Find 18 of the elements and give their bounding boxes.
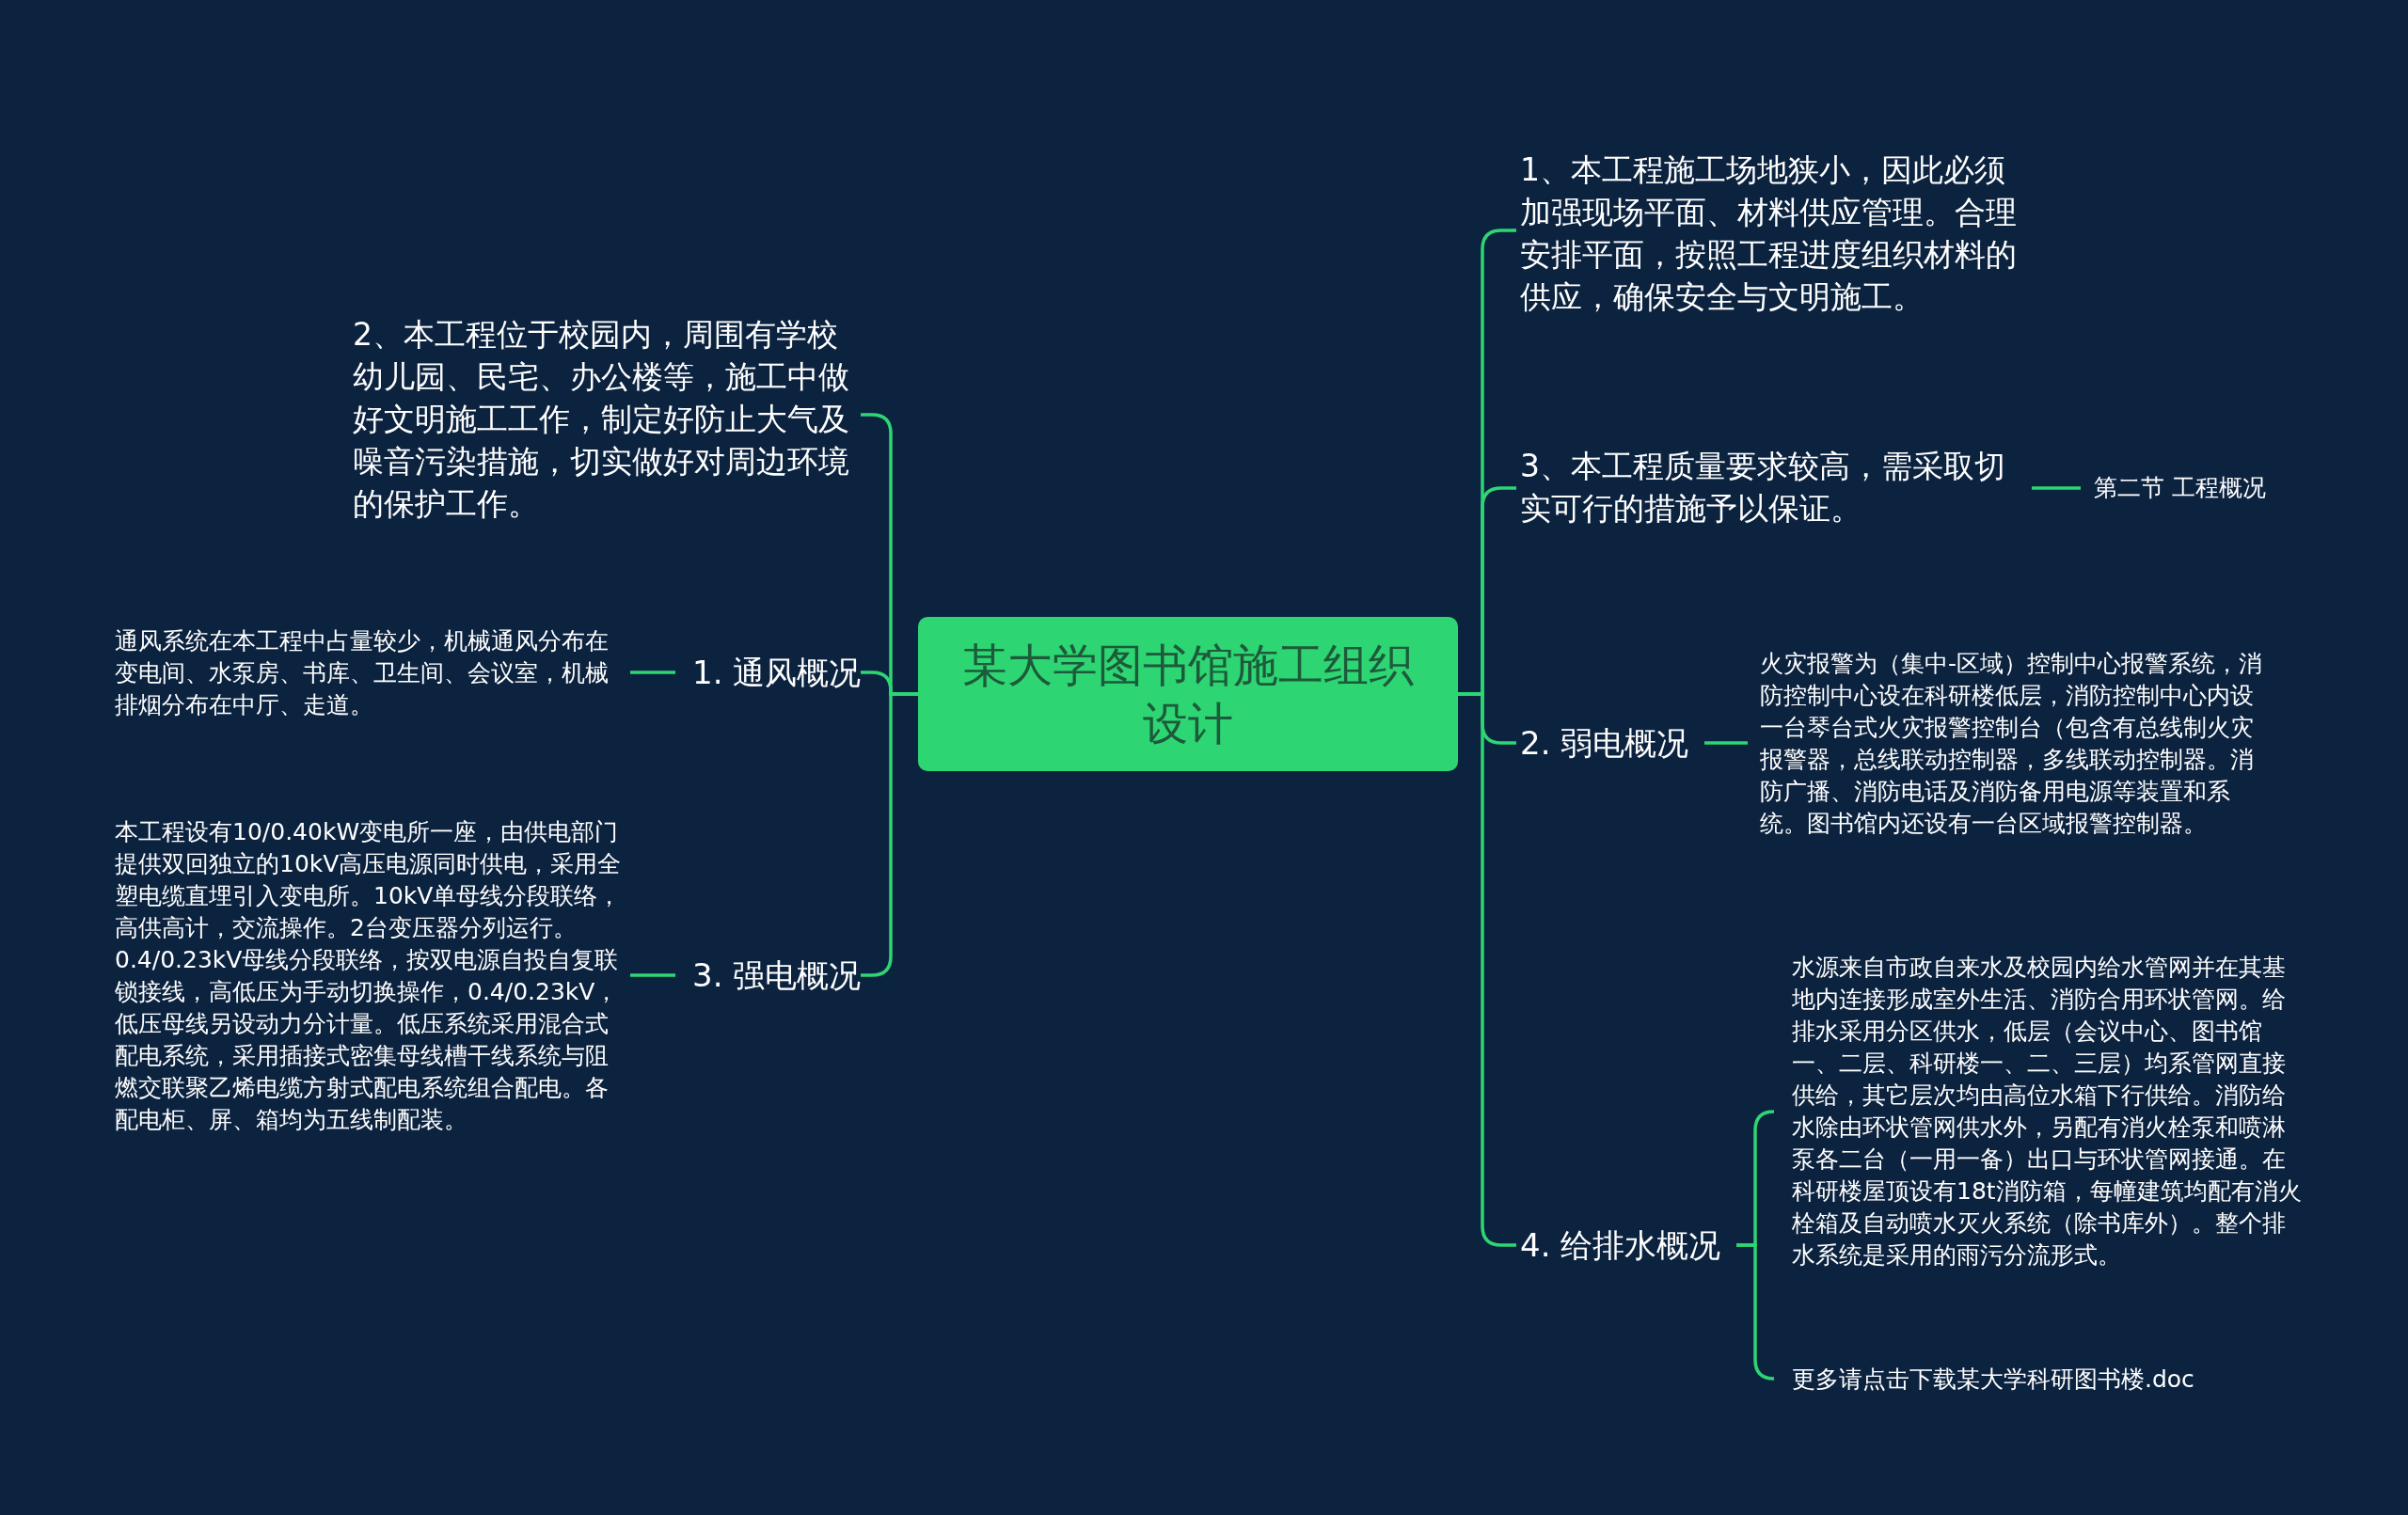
topic-text: 第二节 工程概况	[2081, 470, 2306, 506]
topic-text: 1、本工程施工场地狭小，因此必须加强现场平面、材料供应管理。合理安排平面，按照工程进度组织材料的供应，确保安全与文明施工。	[1516, 120, 2032, 346]
detail-text: 通风系统在本工程中占量较少，机械通风分布在变电间、水泵房、书库、卫生间、会议室，机械排烟分布在中厅、走道。	[115, 621, 630, 726]
detail-text: 水源来自市政自来水及校园内给水管网并在其基地内连接形成室外生活、消防合用环状管网。给排水采用分区供水，低层（会议中心、图书馆一、二层、科研楼一、二、三层）均系管网直接供给，其它层次均由高位水箱下行供给。消防给水除由环状管网供水外，另配有消火栓泵和喷淋泵各二台（一用一备）出口与环状管网接通。在科研楼屋顶设有18t消防箱，每幢建筑均配有消火栓箱及自动喷水灭火系统（除书库外）。整个排水系统是采用的雨污分流形式。	[1773, 933, 2305, 1290]
topic-text: 3、本工程质量要求较高，需采取切实可行的措施予以保证。	[1516, 418, 2032, 555]
link-text: 更多请点击下载某大学科研图书楼.doc	[1773, 1362, 2319, 1397]
root-topic-box: 某大学图书馆施工组织设计	[918, 617, 1458, 771]
branch-topic: 4. 给排水概况	[1516, 1221, 1736, 1270]
detail-text: 火灾报警为（集中-区域）控制中心报警系统，消防控制中心设在科研楼低层，消防控制中心内设一台琴台式火灾报警控制台（包含有总线制火灾报警器，总线联动控制器，多线联动控制器。消防广播、消防电话及消防备用电源等装置和系统。图书馆内还设有一台区域报警控制器。	[1748, 628, 2274, 859]
connector-line	[630, 671, 675, 674]
topic-text: 2、本工程位于校园内，周围有学校幼儿园、民宅、办公楼等，施工中做好文明施工工作，制定好防止大气及噪音污染措施，切实做好对周边环境的保护工作。	[353, 282, 861, 555]
detail-text: 本工程设有10/0.40kW变电所一座，由供电部门提供双回独立的10kV高压电源同时供电，采用全塑电缆直埋引入变电所。10kV单母线分段联络，高供高计，交流操作。2台变压器分列运行。0.4/0.23kV母线分段联络，按双电源自投自复联锁接线，高低压为手动切换操作，0.4/0.23kV，低压母线另设动力分计量。低压系统采用混合式配电系统，采用插接式密集母线槽干线系统与阻燃交联聚乙烯电缆方射式配电系统组合配电。各配电柜、屏、箱均为五线制配装。	[115, 797, 630, 1155]
connector-line	[630, 973, 675, 977]
branch-topic: 1. 通风概况	[675, 649, 861, 696]
connector-line	[1704, 741, 1748, 745]
connector-line	[2032, 486, 2081, 490]
branch-topic: 3. 强电概况	[675, 952, 861, 999]
branch-topic: 2. 弱电概况	[1516, 719, 1704, 766]
